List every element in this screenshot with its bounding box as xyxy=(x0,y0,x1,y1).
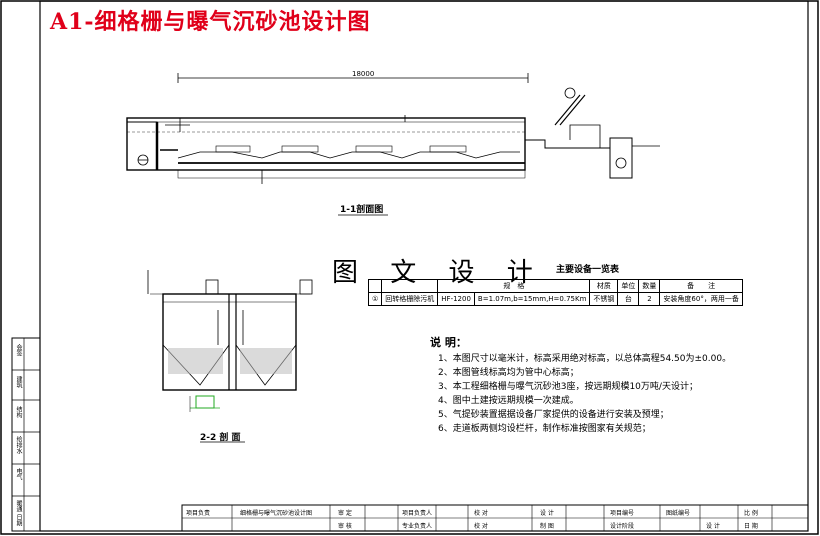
side-strip-cell: 会签 xyxy=(15,344,22,356)
table-cell: 不锈钢 xyxy=(589,292,619,306)
title-block-cell: 比 例 xyxy=(744,510,758,517)
table-header-cell: 材质 xyxy=(589,279,619,293)
table-row: ① 回转格栅除污机 HF-1200 B=1.07m,b=15mm,H=0.75K… xyxy=(367,292,743,306)
note-item: 6、走道板两侧均设栏杆，制作标准按图家有关规范； xyxy=(438,424,651,434)
table-cell: 回转格栅除污机 xyxy=(381,292,439,306)
table-cell: 台 xyxy=(617,292,640,306)
side-strip-cell: 电气 xyxy=(15,468,22,480)
table-cell: B=1.07m,b=15mm,H=0.75Km xyxy=(473,292,591,306)
table-cell: 安装角度60°，两用一备 xyxy=(659,292,743,306)
side-strip-cell: 暖通 xyxy=(15,500,22,512)
title-block-cell: 项目负责 xyxy=(186,510,211,517)
table-header-cell xyxy=(381,279,439,293)
table-cell: ① xyxy=(367,292,383,306)
equipment-table-title: 主要设备一览表 xyxy=(556,265,620,275)
title-block xyxy=(181,504,809,532)
section-1-1-label: 1-1剖面图 xyxy=(340,205,384,215)
title-block-cell: 专业负责人 xyxy=(402,523,433,530)
title-block-cell: 校 对 xyxy=(474,510,488,517)
side-strip-cell: 建筑 xyxy=(15,376,22,388)
page-title: A1-细格栅与曝气沉砂池设计图 xyxy=(50,9,371,35)
title-block-cell: 项目编号 xyxy=(610,510,635,517)
equipment-table: 规 格 材质 单位 数量 备 注 ① 回转格栅除污机 HF-1200 B=1.0… xyxy=(367,279,743,306)
note-item: 5、气提砂装置据据设备厂家提供的设备进行安装及预埋； xyxy=(438,410,669,420)
table-header-cell: 数量 xyxy=(638,279,661,293)
table-cell: HF-1200 xyxy=(437,292,475,306)
table-header-cell: 规 格 xyxy=(437,279,591,293)
title-block-cell: 设计阶段 xyxy=(610,523,635,530)
table-header-row: 规 格 材质 单位 数量 备 注 xyxy=(367,279,743,293)
dimension-total: 18000 xyxy=(352,70,375,78)
table-header-cell xyxy=(367,279,383,293)
side-strip-cell: 给排水 xyxy=(15,436,22,454)
side-strip-cell: 结构 xyxy=(15,406,22,418)
title-block-cell: 设 计 xyxy=(540,510,554,517)
title-block-cell: 项目负责人 xyxy=(402,510,433,517)
note-item: 1、本图尺寸以毫米计，标高采用绝对标高，以总体高程54.50为±0.00。 xyxy=(438,354,732,364)
table-header-cell: 备 注 xyxy=(659,279,743,293)
title-block-cell: 图纸编号 xyxy=(666,510,691,517)
table-header-cell: 单位 xyxy=(617,279,640,293)
title-block-cell: 制 图 xyxy=(540,523,554,530)
title-block-cell: 审 核 xyxy=(338,523,352,530)
section-2-2-label: 2-2 剖 面 xyxy=(200,433,241,443)
note-item: 2、本图管线标高均为管中心标高； xyxy=(438,368,579,378)
table-cell: 2 xyxy=(638,292,661,306)
title-block-cell: 设 计 xyxy=(706,523,720,530)
title-block-cell: 细格栅与曝气沉砂池设计图 xyxy=(240,510,313,517)
notes-title: 说 明： xyxy=(430,336,467,349)
title-block-cell: 校 对 xyxy=(474,523,488,530)
side-strip xyxy=(11,337,41,532)
title-block-cell: 日 期 xyxy=(744,523,758,530)
title-block-cell: 审 定 xyxy=(338,510,352,517)
side-strip-cell: 日期 xyxy=(15,514,22,526)
note-item: 3、本工程细格栅与曝气沉砂池3座，按远期规模10万吨/天设计； xyxy=(438,382,698,392)
note-item: 4、图中土建按远期规模一次建成。 xyxy=(438,396,579,406)
section-2-2-drawing xyxy=(147,270,313,412)
section-1-1-drawing xyxy=(126,73,660,184)
